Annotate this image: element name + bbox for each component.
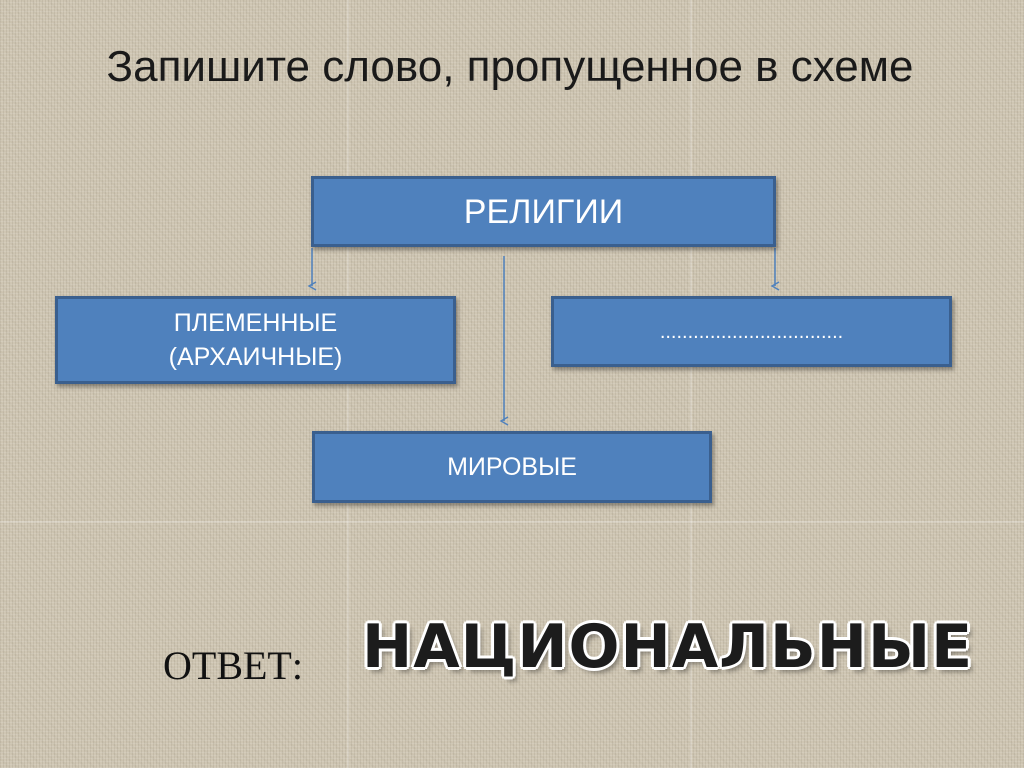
- texture-line: [0, 521, 1024, 523]
- node-label: МИРОВЫЕ: [447, 452, 577, 481]
- diagram-node-tribal: ПЛЕМЕННЫЕ (АРХАИЧНЫЕ): [55, 296, 456, 384]
- diagram-node-world: МИРОВЫЕ: [312, 431, 712, 503]
- texture-line: [347, 0, 349, 768]
- node-label-line1: ПЛЕМЕННЫЕ: [173, 309, 338, 337]
- node-label-line2: (АРХАИЧНЫЕ): [168, 343, 343, 371]
- answer-label: ОТВЕТ:: [163, 643, 303, 688]
- node-label: РЕЛИГИИ: [463, 193, 624, 231]
- page-title: Запишите слово, пропущенное в схеме: [106, 42, 914, 91]
- diagram-node-missing: .................................: [551, 296, 952, 367]
- node-label-blank: .................................: [659, 321, 844, 343]
- diagram-node-religions: РЕЛИГИИ: [311, 176, 776, 247]
- texture-line: [690, 0, 692, 768]
- answer-word: НАЦИОНАЛЬНЫЕ: [362, 612, 974, 682]
